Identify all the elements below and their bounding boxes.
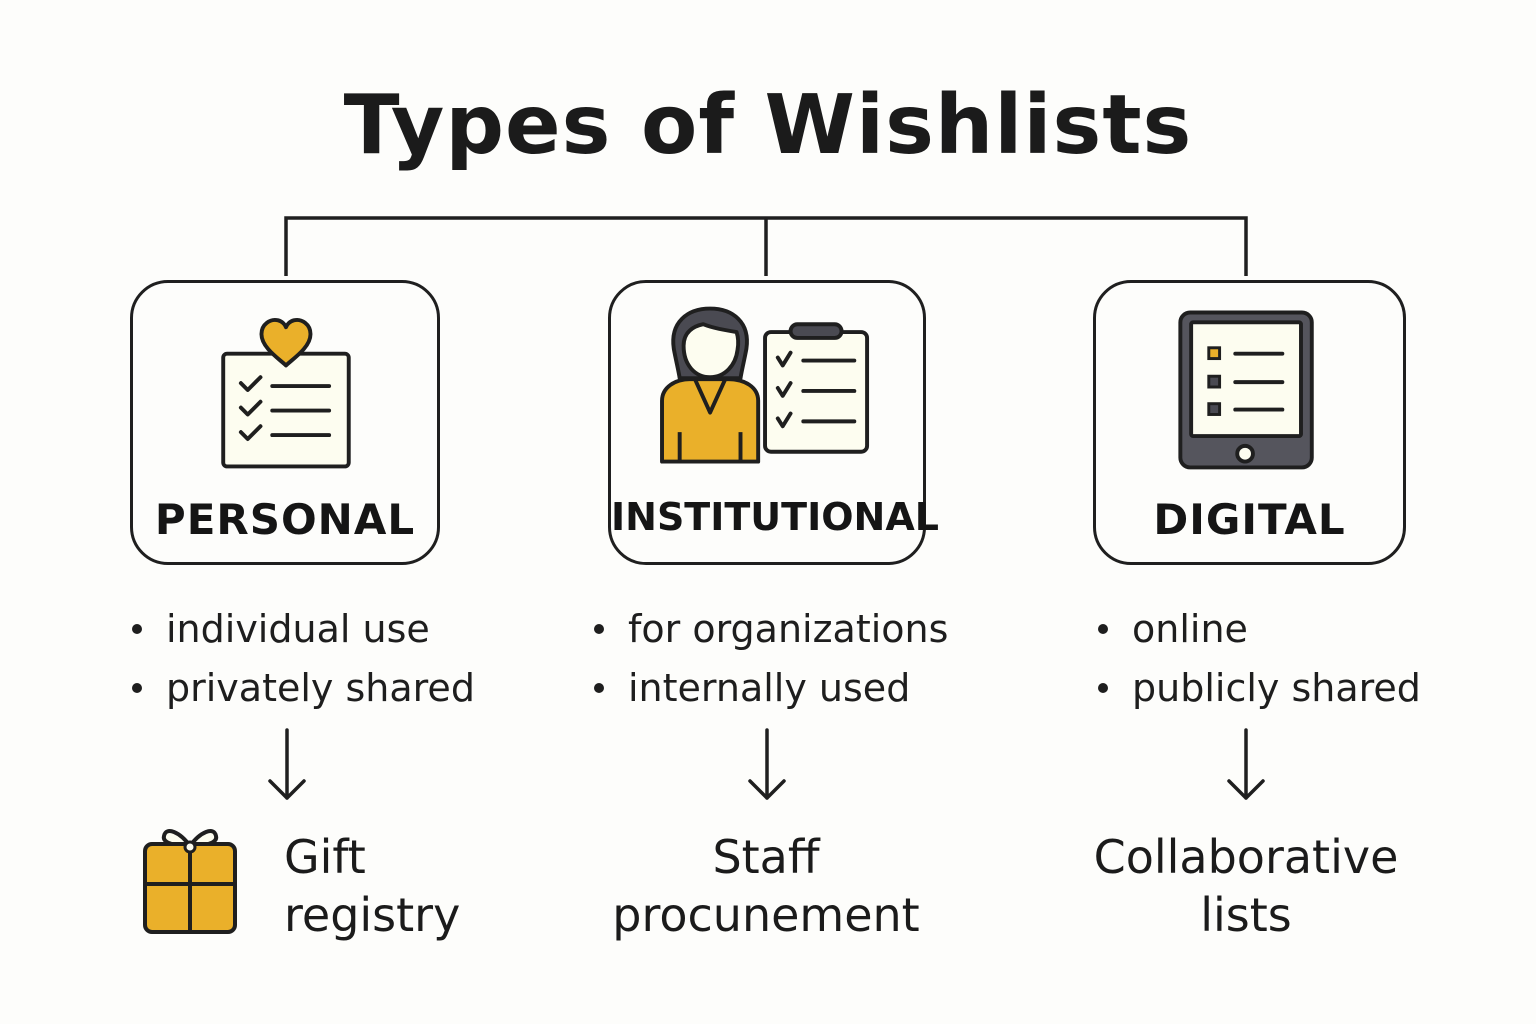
card-institutional: INSTITUTIONAL	[608, 280, 939, 565]
arrow-down-icon	[268, 728, 306, 800]
card-label-personal: PERSONAL	[154, 495, 416, 544]
gift-box-icon	[143, 829, 237, 934]
card-personal: PERSONAL	[130, 280, 440, 565]
outcome-line: Collaborative	[1093, 830, 1399, 884]
person-clipboard-icon	[660, 306, 870, 464]
card-digital: DIGITAL	[1093, 280, 1406, 565]
outcome-line: lists	[1200, 888, 1292, 942]
outcome-personal: Gift registry	[284, 828, 460, 944]
page-title: Types of Wishlists	[343, 78, 1193, 173]
outcome-line: procunement	[612, 888, 920, 942]
outcome-line: Staff	[712, 830, 820, 884]
tablet-list-icon	[1178, 310, 1314, 470]
list-item: individual use	[130, 600, 475, 659]
bullet-list-digital: online publicly shared	[1096, 600, 1421, 718]
bullet-list-personal: individual use privately shared	[130, 600, 475, 718]
outcome-institutional: Staff procunement	[566, 828, 966, 944]
list-item: privately shared	[130, 659, 475, 718]
list-item: online	[1096, 600, 1421, 659]
list-item: internally used	[592, 659, 948, 718]
heart-checklist-icon	[221, 318, 351, 469]
outcome-digital: Collaborative lists	[1046, 828, 1446, 944]
arrow-down-icon	[1227, 728, 1265, 800]
arrow-down-icon	[748, 728, 786, 800]
card-label-institutional: INSTITUTIONAL	[611, 495, 939, 539]
list-item: publicly shared	[1096, 659, 1421, 718]
outcome-line: Gift	[284, 830, 366, 884]
card-label-digital: DIGITAL	[1153, 495, 1346, 544]
bullet-list-institutional: for organizations internally used	[592, 600, 948, 718]
list-item: for organizations	[592, 600, 948, 659]
outcome-line: registry	[284, 888, 461, 942]
